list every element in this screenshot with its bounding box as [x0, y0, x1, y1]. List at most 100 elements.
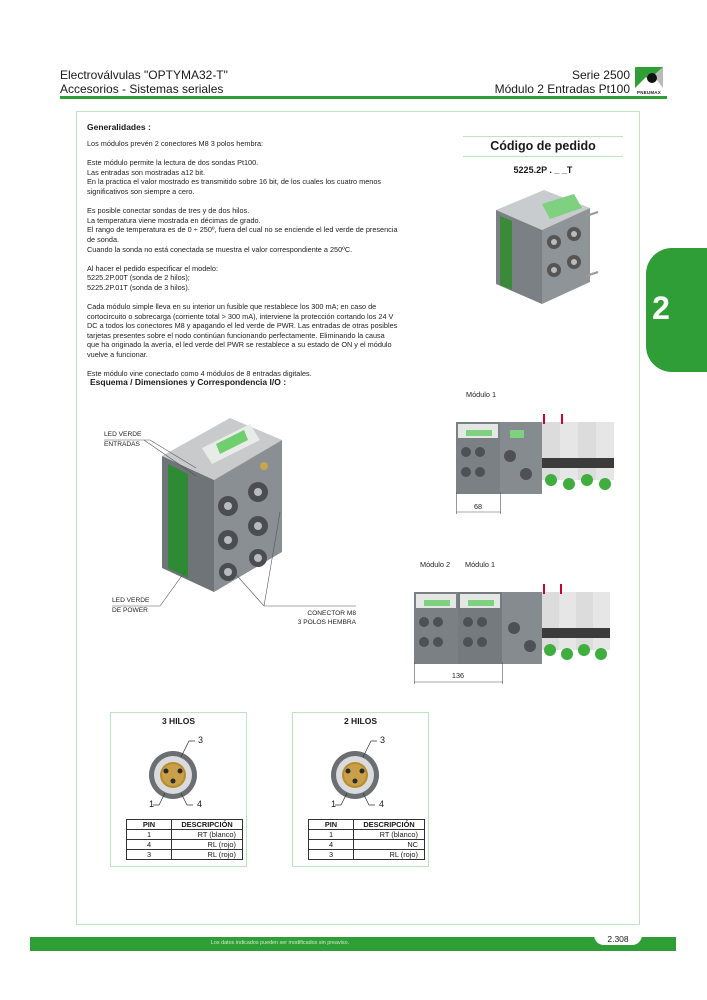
chapter-number: 2 [652, 290, 670, 326]
pin-header: PIN [126, 819, 172, 830]
general-line: Los módulos prevén 2 conectores M8 3 pol… [87, 139, 264, 148]
order-title: Código de pedido [490, 139, 596, 153]
pin-label-1: 1 [149, 799, 155, 809]
dim-line-68 [456, 492, 501, 514]
general-line: Al hacer el pedido especificar el modelo… [87, 263, 219, 273]
general-line: de sonda. [87, 234, 120, 244]
general-line: En la practica el valor mostrado es tran… [87, 177, 382, 187]
general-line: 5225.2P.01T (sonda de 3 hilos). [87, 282, 190, 292]
description-cell: RL (rojo) [353, 849, 425, 860]
pin-header: PIN [308, 819, 354, 830]
general-title: Generalidades : [87, 122, 151, 132]
footer-bar: Los datos indicados pueden ser modificad… [30, 937, 676, 951]
company-logo: PNEUMAX [632, 64, 666, 98]
pin-label-1: 1 [331, 799, 337, 809]
general-line: Este módulo vine conectado como 4 módulo… [87, 369, 312, 379]
product-image-small [482, 186, 600, 306]
header-title: Electroválvulas "OPTYMA32-T" [60, 68, 228, 82]
module1-label: Módulo 1 [466, 390, 497, 399]
module2-label-b: Módulo 1 [465, 560, 496, 569]
connector-pinout-icon [331, 740, 379, 806]
footer-disclaimer: Los datos indicados pueden ser modificad… [210, 940, 350, 946]
general-line: vuelve a funcionar. [87, 350, 148, 360]
general-paragraph: Es posible conectar sondas de tres y de … [87, 206, 455, 254]
wiring-title: 2 HILOS [343, 716, 378, 726]
page-number: 2.308 [607, 934, 629, 944]
label-connector-1: CONECTOR M8 [307, 610, 356, 617]
dim-68-value: 68 [473, 502, 483, 511]
header-rule [60, 96, 667, 99]
pin-cell: 1 [126, 829, 172, 840]
module2-label: Módulo 2 [420, 560, 451, 569]
dim-136-value: 136 [451, 671, 465, 680]
logo-text: PNEUMAX [637, 90, 661, 95]
description-cell: RT (blanco) [171, 829, 243, 840]
order-rule-top [463, 136, 623, 137]
pin-cell: 1 [308, 829, 354, 840]
connector-pinout-icon [149, 740, 197, 806]
schema-title: Esquema / Dimensiones y Correspondencia … [90, 377, 287, 387]
pin-label-3: 3 [380, 735, 386, 745]
general-line: DC a todos los conectores M8 y apagando … [87, 321, 398, 331]
pin-label-4: 4 [379, 799, 385, 809]
description-cell: RT (blanco) [353, 829, 425, 840]
general-body: Los módulos prevén 2 conectores M8 3 pol… [87, 139, 455, 388]
general-line: cortocircuito o sobrecarga (corriente to… [87, 311, 394, 321]
pin-label-3: 3 [198, 735, 204, 745]
general-line: Las entradas son mostradas a12 bit. [87, 167, 206, 177]
general-line: El rango de temperatura es de 0 ÷ 250º, … [87, 225, 398, 235]
pin-cell: 3 [308, 849, 354, 860]
order-rule-bottom [463, 156, 623, 157]
dim-line-136 [414, 662, 503, 684]
description-cell: NC [353, 839, 425, 850]
general-line: Cuando la sonda no está conectada se mue… [87, 244, 353, 254]
general-line: tarjetas presentes sobre el nodo continú… [87, 330, 385, 340]
pin-label-4: 4 [197, 799, 203, 809]
general-line: Este módulo permite la lectura de dos so… [87, 158, 259, 168]
general-paragraph: Cada módulo simple lleva en su interior … [87, 302, 455, 360]
page-number-tab: 2.308 [594, 933, 642, 945]
general-line: significativos son siempre a cero. [87, 186, 195, 196]
wiring-title: 3 HILOS [161, 716, 196, 726]
description-cell: RL (rojo) [171, 839, 243, 850]
general-paragraph: Al hacer el pedido especificar el modelo… [87, 264, 455, 293]
leader-lines [104, 439, 356, 607]
general-line: Es posible conectar sondas de tres y de … [87, 206, 250, 216]
header-series: Serie 2500 [571, 68, 630, 82]
general-paragraph: Los módulos prevén 2 conectores M8 3 pol… [87, 139, 455, 149]
description-header: DESCRIPCIÓN [353, 819, 425, 830]
description-header: DESCRIPCIÓN [171, 819, 243, 830]
module1-image [456, 400, 616, 496]
label-led-power-2: DE POWER [112, 607, 148, 614]
header-module: Módulo 2 Entradas Pt100 [494, 82, 630, 96]
header-subtitle: Accesorios - Sistemas seriales [60, 82, 224, 96]
order-code: 5225.2P . _ _T [513, 165, 573, 175]
product-image-large [140, 400, 300, 595]
general-line: que ha originado la avería, el led verde… [87, 340, 392, 350]
label-led-power-1: LED VERDE [112, 597, 150, 604]
pin-cell: 4 [126, 839, 172, 850]
pin-cell: 3 [126, 849, 172, 860]
general-line: La temperatura viene mostrada en décimas… [87, 215, 261, 225]
module2-image [414, 570, 614, 666]
content-frame [76, 111, 640, 925]
chapter-tab: 2 [646, 248, 707, 372]
general-line: Cada módulo simple lleva en su interior … [87, 302, 377, 312]
general-paragraph: Este módulo vine conectado como 4 módulo… [87, 369, 455, 379]
description-cell: RL (rojo) [171, 849, 243, 860]
label-connector-2: 3 POLOS HEMBRA [297, 619, 356, 626]
pin-cell: 4 [308, 839, 354, 850]
general-paragraph: Este módulo permite la lectura de dos so… [87, 158, 455, 196]
label-led-inputs-2: ENTRADAS [104, 441, 140, 448]
label-led-inputs-1: LED VERDE [104, 431, 142, 438]
